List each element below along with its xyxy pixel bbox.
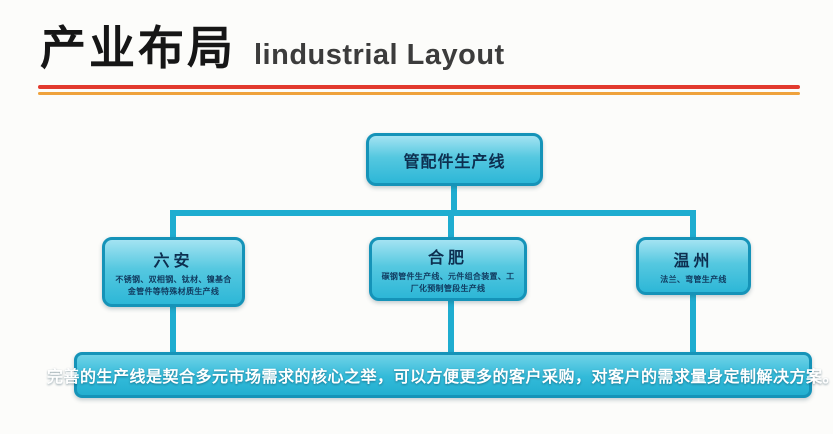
page-title-en: lindustrial Layout bbox=[254, 39, 505, 71]
city-name-wenzhou: 温州 bbox=[673, 252, 714, 270]
divider-orange-line bbox=[38, 92, 800, 95]
root-node-label: 管配件生产线 bbox=[403, 153, 506, 171]
page-title: 产业布局 lindustrial Layout bbox=[40, 12, 505, 78]
summary-text: 完善的生产线是契合多元市场需求的核心之举，可以方便更多的客户采购，对客户的需求量… bbox=[47, 369, 833, 386]
divider-red-line bbox=[38, 85, 800, 89]
city-node-wenzhou: 温州 法兰、弯管生产线 bbox=[636, 237, 751, 295]
connector-root-drop bbox=[451, 184, 457, 213]
connector-horizontal-bus bbox=[170, 210, 696, 216]
connector-drop-luan bbox=[170, 214, 176, 239]
connector-down-hefei bbox=[448, 299, 454, 354]
connector-drop-wenzhou bbox=[690, 214, 696, 239]
root-node-pipe-fittings: 管配件生产线 bbox=[366, 133, 543, 186]
title-divider bbox=[38, 85, 800, 95]
connector-down-luan bbox=[170, 305, 176, 354]
city-node-hefei: 合肥 碳钢管件生产线、元件组合装置、工厂化预制管段生产线 bbox=[369, 237, 527, 301]
summary-banner: 完善的生产线是契合多元市场需求的核心之举，可以方便更多的客户采购，对客户的需求量… bbox=[47, 352, 833, 398]
page-title-zh: 产业布局 bbox=[40, 22, 236, 74]
city-node-luan: 六安 不锈钢、双相钢、钛材、镍基合金管件等特殊材质生产线 bbox=[102, 237, 245, 307]
city-desc-luan: 不锈钢、双相钢、钛材、镍基合金管件等特殊材质生产线 bbox=[115, 274, 232, 296]
city-name-luan: 六安 bbox=[153, 252, 194, 270]
connector-down-wenzhou bbox=[690, 293, 696, 354]
city-name-hefei: 合肥 bbox=[427, 249, 468, 267]
city-desc-hefei: 碳钢管件生产线、元件组合装置、工厂化预制管段生产线 bbox=[381, 271, 515, 293]
city-desc-wenzhou: 法兰、弯管生产线 bbox=[660, 274, 727, 284]
connector-drop-hefei bbox=[448, 214, 454, 239]
